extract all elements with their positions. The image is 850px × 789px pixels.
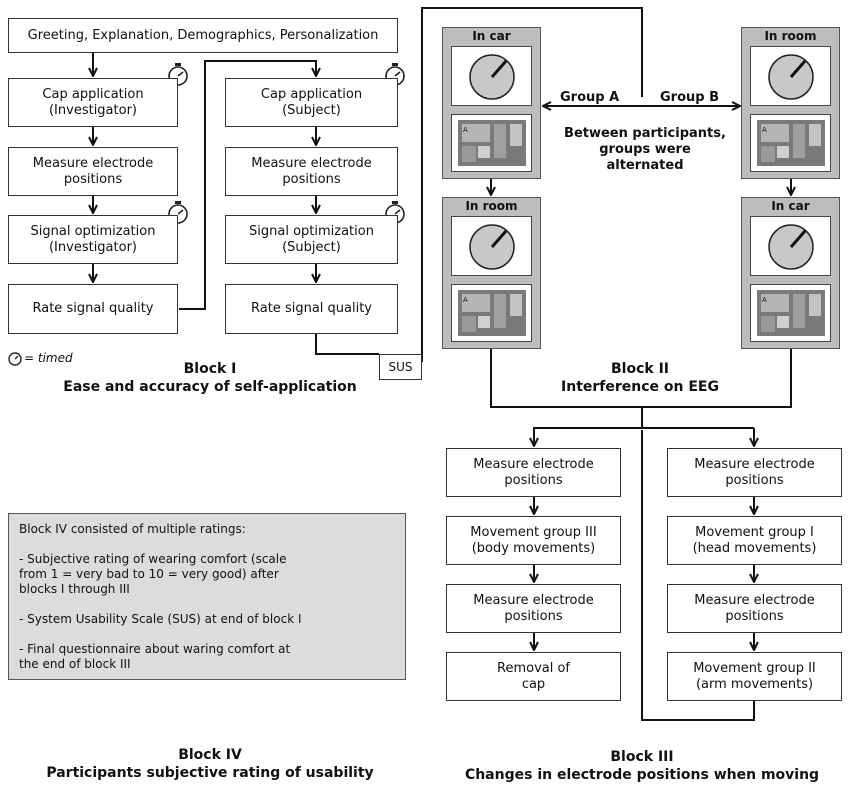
greeting-box: Greeting, Explanation, Demographics, Per… bbox=[8, 18, 398, 53]
block1-subtitle: Ease and accuracy of self-application bbox=[63, 379, 357, 395]
group-a-label: Group A bbox=[560, 90, 620, 105]
measure-electrode-left-1: Measure electrode positions bbox=[446, 448, 621, 497]
stopwatch-legend-icon bbox=[8, 352, 22, 366]
game-board-icon: A bbox=[757, 120, 825, 166]
block1-title-group: Block I Ease and accuracy of self-applic… bbox=[30, 360, 390, 396]
cap-application-investigator: Cap application (Investigator) bbox=[8, 78, 178, 127]
measure-electrode-right-1: Measure electrode positions bbox=[667, 448, 842, 497]
panel-in-car-bottom: In car A bbox=[741, 197, 840, 349]
signal-optimization-subject: Signal optimization (Subject) bbox=[225, 215, 398, 264]
game-screen: A bbox=[750, 284, 831, 342]
game-screen: A bbox=[750, 114, 831, 172]
panel-in-room-bottom: In room A bbox=[442, 197, 541, 349]
block4-ratings-box: Block IV consisted of multiple ratings: … bbox=[8, 513, 406, 680]
movement-group-iii: Movement group III (body movements) bbox=[446, 516, 621, 565]
svg-text:A: A bbox=[463, 296, 468, 304]
gauge-icon bbox=[768, 54, 814, 100]
block2-title-group: Block II Interference on EEG bbox=[520, 360, 760, 396]
gauge-screen bbox=[451, 46, 532, 106]
gauge-icon bbox=[768, 224, 814, 270]
gauge-screen bbox=[750, 216, 831, 276]
measure-electrode-investigator: Measure electrode positions bbox=[8, 147, 178, 196]
rate-signal-investigator: Rate signal quality bbox=[8, 284, 178, 334]
game-board-icon: A bbox=[757, 290, 825, 336]
block3-title: Block III bbox=[610, 749, 674, 765]
panel-label: In car bbox=[472, 29, 511, 43]
game-board-icon: A bbox=[458, 120, 526, 166]
block1-title: Block I bbox=[183, 361, 237, 377]
svg-text:A: A bbox=[762, 296, 767, 304]
panel-label: In car bbox=[771, 199, 810, 213]
gauge-screen bbox=[451, 216, 532, 276]
signal-optimization-investigator: Signal optimization (Investigator) bbox=[8, 215, 178, 264]
removal-of-cap: Removal of cap bbox=[446, 652, 621, 701]
gauge-screen bbox=[750, 46, 831, 106]
svg-text:A: A bbox=[762, 126, 767, 134]
rate-signal-subject: Rate signal quality bbox=[225, 284, 398, 334]
gauge-icon bbox=[469, 54, 515, 100]
block2-title: Block II bbox=[611, 361, 669, 377]
panel-in-car-top: In car A bbox=[442, 27, 541, 179]
game-screen: A bbox=[451, 284, 532, 342]
measure-electrode-left-2: Measure electrode positions bbox=[446, 584, 621, 633]
panel-label: In room bbox=[764, 29, 817, 43]
movement-group-i: Movement group I (head movements) bbox=[667, 516, 842, 565]
alternation-note: Between participants, groups were altern… bbox=[564, 126, 726, 173]
block3-title-group: Block III Changes in electrode positions… bbox=[440, 748, 844, 784]
measure-electrode-right-2: Measure electrode positions bbox=[667, 584, 842, 633]
svg-text:A: A bbox=[463, 126, 468, 134]
movement-group-ii: Movement group II (arm movements) bbox=[667, 652, 842, 701]
game-screen: A bbox=[451, 114, 532, 172]
block4-title-group: Block IV Participants subjective rating … bbox=[10, 746, 410, 782]
block3-subtitle: Changes in electrode positions when movi… bbox=[464, 767, 820, 783]
group-b-label: Group B bbox=[660, 90, 720, 105]
panel-in-room-top: In room A bbox=[741, 27, 840, 179]
block4-subtitle: Participants subjective rating of usabil… bbox=[46, 765, 374, 781]
timed-legend: = timed bbox=[24, 351, 73, 365]
panel-label: In room bbox=[465, 199, 518, 213]
block4-title: Block IV bbox=[178, 747, 242, 763]
measure-electrode-subject: Measure electrode positions bbox=[225, 147, 398, 196]
gauge-icon bbox=[469, 224, 515, 270]
cap-application-subject: Cap application (Subject) bbox=[225, 78, 398, 127]
block2-subtitle: Interference on EEG bbox=[561, 379, 719, 395]
game-board-icon: A bbox=[458, 290, 526, 336]
sus-box: SUS bbox=[379, 354, 422, 380]
